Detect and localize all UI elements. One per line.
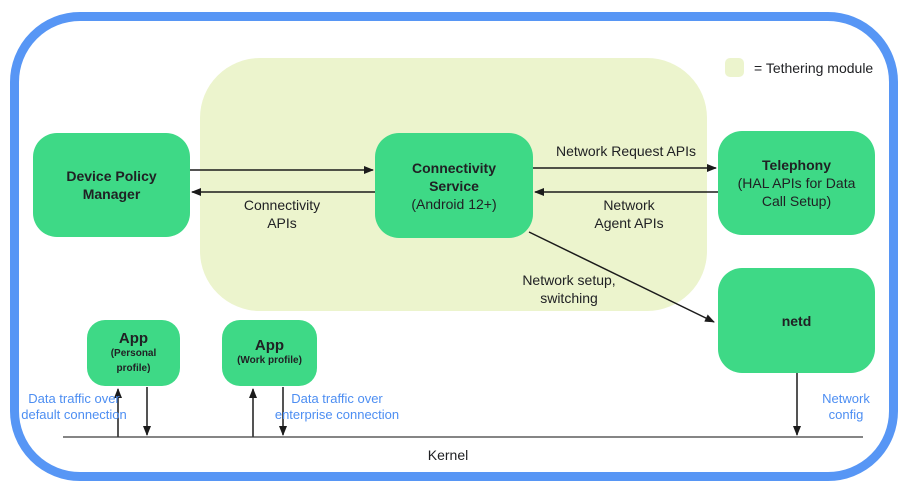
label-kernel: Kernel xyxy=(427,447,469,463)
label-network-agent-apis: Network Agent APIs xyxy=(594,197,664,231)
node-subtitle: (HAL APIs for Data Call Setup) xyxy=(737,175,856,209)
legend-swatch-icon xyxy=(725,58,744,77)
node-title: App xyxy=(118,329,149,347)
node-title: Connectivity Service xyxy=(411,159,496,194)
legend: = Tethering module xyxy=(725,58,873,77)
legend-label: = Tethering module xyxy=(754,59,874,76)
node-connectivity-service: Connectivity Service (Android 12+) xyxy=(375,133,533,238)
node-subtitle: (Android 12+) xyxy=(411,195,497,212)
node-app-work-profile: App (Work profile) xyxy=(222,320,317,386)
outer-frame xyxy=(10,12,898,481)
node-title: Telephony xyxy=(762,157,831,173)
node-device-policy-manager: Device Policy Manager xyxy=(33,133,190,237)
label-network-config: Network config xyxy=(822,391,870,422)
label-network-request-apis: Network Request APIs xyxy=(555,143,697,159)
label-data-traffic-default: Data traffic over default connection xyxy=(21,391,127,422)
label-data-traffic-enterprise: Data traffic over enterprise connection xyxy=(274,391,400,422)
label-network-setup-switching: Network setup, switching xyxy=(522,272,616,306)
node-app-personal-profile: App (Personal profile) xyxy=(87,320,180,386)
node-subtitle: (Work profile) xyxy=(237,355,302,366)
label-connectivity-apis: Connectivity APIs xyxy=(243,197,321,231)
node-telephony: Telephony (HAL APIs for Data Call Setup) xyxy=(718,131,875,235)
node-subtitle: (Personal profile) xyxy=(110,347,157,374)
node-title: Device Policy Manager xyxy=(66,168,157,202)
node-title: App xyxy=(254,337,285,354)
node-netd: netd xyxy=(718,268,875,373)
node-title: netd xyxy=(781,312,812,329)
